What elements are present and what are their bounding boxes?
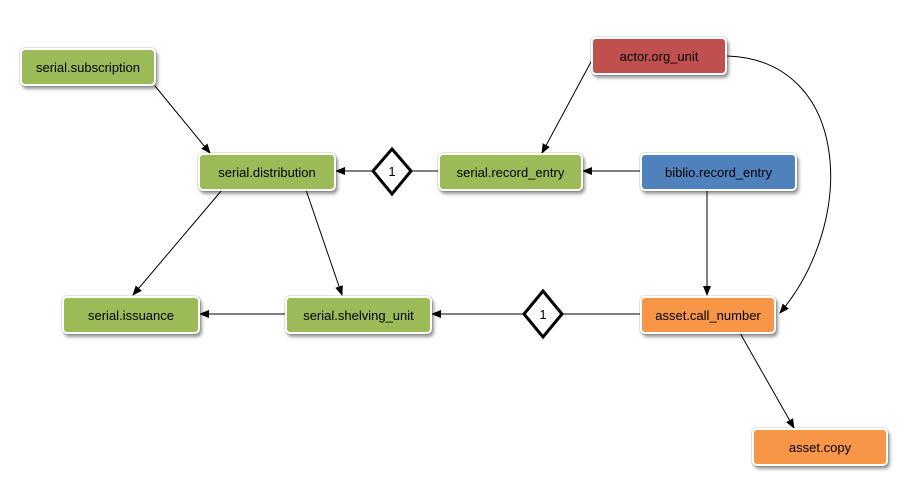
node-label: asset.copy [788,439,852,455]
node-asset-copy[interactable]: asset.copy [752,428,888,466]
node-label: serial.subscription [35,59,141,75]
relationship-diamond-top [371,146,413,197]
node-serial-shelving-unit[interactable]: serial.shelving_unit [285,296,432,334]
node-asset-call-number[interactable]: asset.call_number [640,296,776,334]
node-label: serial.record_entry [456,164,565,180]
node-label: serial.distribution [218,164,316,180]
edge-org-unit-to-call-number [726,55,832,314]
relationship-cardinality-label: 1 [539,306,547,322]
node-label: serial.issuance [88,307,174,323]
node-serial-record-entry[interactable]: serial.record_entry [438,153,583,191]
node-label: serial.shelving_unit [303,307,414,323]
node-serial-subscription[interactable]: serial.subscription [20,48,156,86]
edge-org-unit-to-record-entry [541,59,593,154]
relationship-diamond-bottom [522,288,564,340]
relationship-cardinality-label: 1 [388,163,396,179]
node-label: asset.call_number [655,307,761,323]
node-label: biblio.record_entry [665,164,772,180]
node-serial-distribution[interactable]: serial.distribution [198,153,336,191]
edge-call-number-to-copy [739,332,795,429]
node-label: actor.org_unit [619,48,699,64]
node-biblio-record-entry[interactable]: biblio.record_entry [640,153,797,191]
node-serial-issuance[interactable]: serial.issuance [62,296,200,334]
edge-subscription-to-distribution [154,85,211,154]
edge-distribution-to-shelving-unit [305,189,343,296]
node-actor-org-unit[interactable]: actor.org_unit [591,37,727,75]
edge-distribution-to-issuance [132,189,223,296]
